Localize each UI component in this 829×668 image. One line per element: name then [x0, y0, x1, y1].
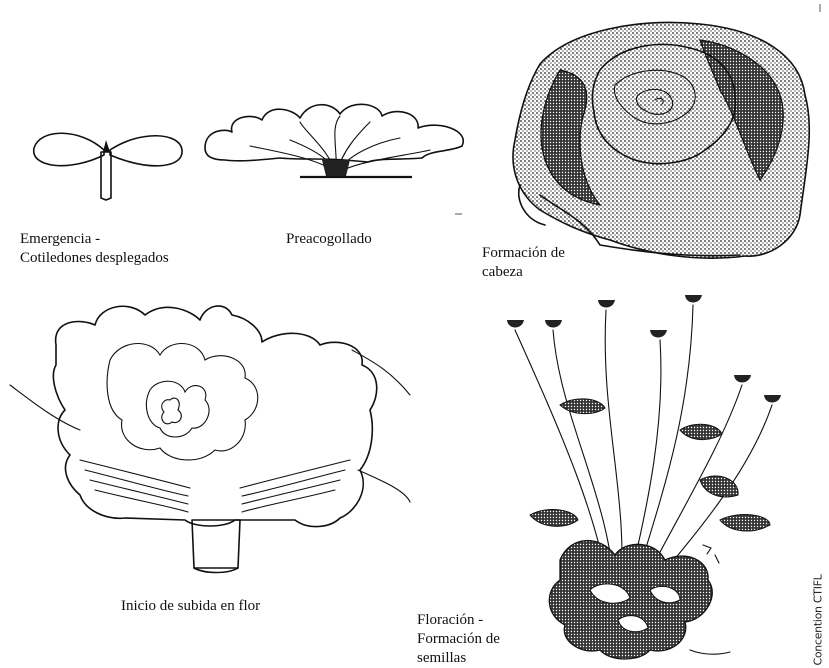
caption-inicio-subida: Inicio de subida en flor	[121, 597, 260, 616]
flowering-plant-drawing	[507, 295, 781, 659]
stem-leaves	[530, 399, 770, 531]
seedling-drawing	[34, 133, 182, 200]
caption-floracion: Floración - Formación de semillas	[417, 611, 500, 668]
lettuce-head-drawing	[513, 23, 809, 259]
caption-formacion-cabeza: Formación de cabeza	[482, 244, 565, 282]
basal-leaf-cluster	[549, 541, 712, 659]
bolting-lettuce-drawing	[10, 306, 410, 573]
caption-preacogollado: Preacogollado	[286, 230, 372, 249]
flower-heads	[507, 295, 781, 403]
rosette-drawing	[205, 104, 463, 177]
image-credit: Concention CTIFL	[807, 575, 829, 665]
caption-emergencia: Emergencia - Cotiledones desplegados	[20, 230, 169, 268]
image-credit-text: Concention CTIFL	[812, 574, 825, 665]
